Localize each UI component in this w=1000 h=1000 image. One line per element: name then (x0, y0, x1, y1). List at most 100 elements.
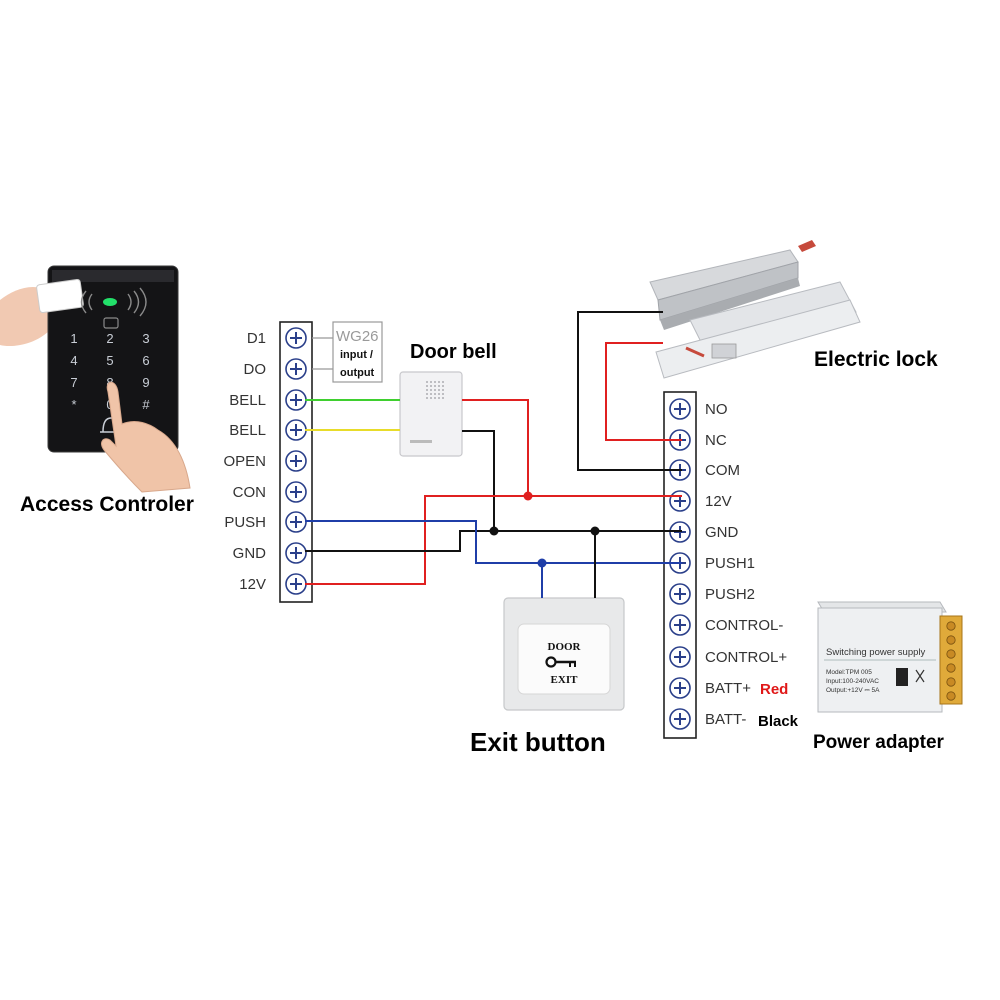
left-terminal-label: OPEN (223, 453, 266, 470)
keypad-key: 3 (142, 331, 149, 346)
batt-minus-black-label: Black (758, 713, 799, 730)
door-bell-body (399, 371, 463, 457)
left-terminal-label: BELL (229, 392, 266, 409)
left-terminal-6 (285, 511, 307, 533)
right-terminal-label: PUSH1 (705, 555, 755, 572)
psu-output: Output:+12V ⎓ 5A (826, 687, 880, 694)
left-terminal-7 (285, 542, 307, 564)
right-terminal-10 (669, 708, 691, 730)
right-terminal-label: CONTROL+ (705, 649, 787, 666)
electric-lock-device (649, 240, 861, 379)
access-controller-device: 123456789*0# (0, 265, 191, 493)
keypad-key: 5 (106, 353, 113, 368)
lock-bracket (655, 299, 861, 379)
right-terminal-9 (669, 677, 691, 699)
wg26-line2: output (340, 367, 375, 379)
right-terminal-label: GND (705, 524, 739, 541)
exit-button-face (517, 623, 611, 695)
keypad-key: 9 (142, 375, 149, 390)
left-terminal-label: CON (233, 484, 266, 501)
access-controller-title: Access Controler (20, 493, 194, 516)
psu-weee-icon (915, 669, 925, 683)
card-reader-icon (103, 317, 119, 329)
wire-red-doorbell (462, 399, 529, 496)
psu-screw (946, 621, 956, 631)
right-terminal-label: BATT- (705, 711, 746, 728)
power-adapter-title: Power adapter (813, 732, 945, 753)
wg26-box: WG26 input / output (312, 321, 383, 383)
wire-red-12v (305, 495, 682, 585)
lock-magnet-shadow (660, 278, 800, 330)
power-adapter-device: Switching power supply Model:TPM 005 Inp… (817, 601, 963, 713)
psu-terminal-block (939, 615, 963, 705)
left-terminal-0 (285, 327, 307, 349)
psu-screw (946, 663, 956, 673)
left-terminal-4 (285, 450, 307, 472)
psu-screw (946, 649, 956, 659)
lock-connector (711, 343, 737, 359)
exit-button-line1: DOOR (548, 641, 582, 653)
rfid-card (36, 278, 84, 314)
rfid-waves-left-icon (80, 290, 93, 314)
lock-red-cable-2 (685, 346, 705, 358)
left-terminal-2 (285, 389, 307, 411)
door-bell-speaker-grill (426, 381, 444, 399)
junction-blue-dot (537, 558, 547, 568)
exit-button-device: DOOR EXIT (503, 597, 625, 711)
green-led-icon (103, 298, 117, 306)
junction-black-dot-2 (590, 526, 600, 536)
left-terminal-8 (285, 573, 307, 595)
right-terminal-8 (669, 646, 691, 668)
keypad-key: 1 (70, 331, 77, 346)
wg26-title: WG26 (336, 328, 379, 345)
right-terminal-label: NC (705, 432, 727, 449)
wires (305, 311, 682, 598)
rfid-waves-icon (127, 287, 147, 317)
psu-input: Input:100-240VAC (826, 678, 879, 685)
psu-model: Model:TPM 005 (826, 669, 872, 676)
wg26-line1: input / (340, 349, 373, 361)
keypad-device-topbar (52, 270, 174, 282)
junction-red-dot (523, 491, 533, 501)
right-terminal-label: CONTROL- (705, 617, 783, 634)
wire-black-gnd (305, 530, 682, 552)
hand-left-shape (0, 286, 50, 347)
keypad-key: 6 (142, 353, 149, 368)
right-terminal-label: NO (705, 401, 728, 418)
exit-button-title: Exit button (470, 727, 606, 757)
left-terminal-label: GND (233, 545, 267, 562)
electric-lock-title: Electric lock (814, 348, 938, 371)
psu-ce-mark-icon (896, 668, 908, 686)
wg26-frame (332, 321, 383, 383)
left-terminal-label: D1 (247, 330, 266, 347)
left-terminal-label: BELL (229, 422, 266, 439)
finger-hand-shape (101, 381, 191, 493)
keypad-key: # (142, 397, 150, 412)
psu-screws (946, 621, 956, 701)
keypad-key: * (71, 397, 76, 412)
exit-button-line2: EXIT (551, 674, 579, 686)
door-bell-label-strip (410, 440, 432, 443)
psu-screw (946, 635, 956, 645)
right-terminal-label: PUSH2 (705, 586, 755, 603)
right-terminal-7 (669, 614, 691, 636)
wire-black-doorbell (462, 430, 495, 531)
right-terminal-0 (669, 398, 691, 420)
right-terminal-label: 12V (705, 493, 732, 510)
door-bell-title: Door bell (410, 341, 497, 363)
batt-plus-red-label: Red (760, 681, 788, 698)
right-terminal-label: COM (705, 462, 740, 479)
wire-black-lock-com (577, 311, 682, 471)
right-terminal-6 (669, 583, 691, 605)
keypad-key: 2 (106, 331, 113, 346)
left-terminal-label: DO (244, 361, 267, 378)
wire-red-lock-nc (605, 342, 682, 441)
psu-header: Switching power supply (826, 647, 926, 658)
left-terminal-label: 12V (239, 576, 266, 593)
wire-blue-push (305, 520, 682, 564)
left-terminal-1 (285, 358, 307, 380)
junction-black-dot-1 (489, 526, 499, 536)
left-terminal-label: PUSH (224, 514, 266, 531)
